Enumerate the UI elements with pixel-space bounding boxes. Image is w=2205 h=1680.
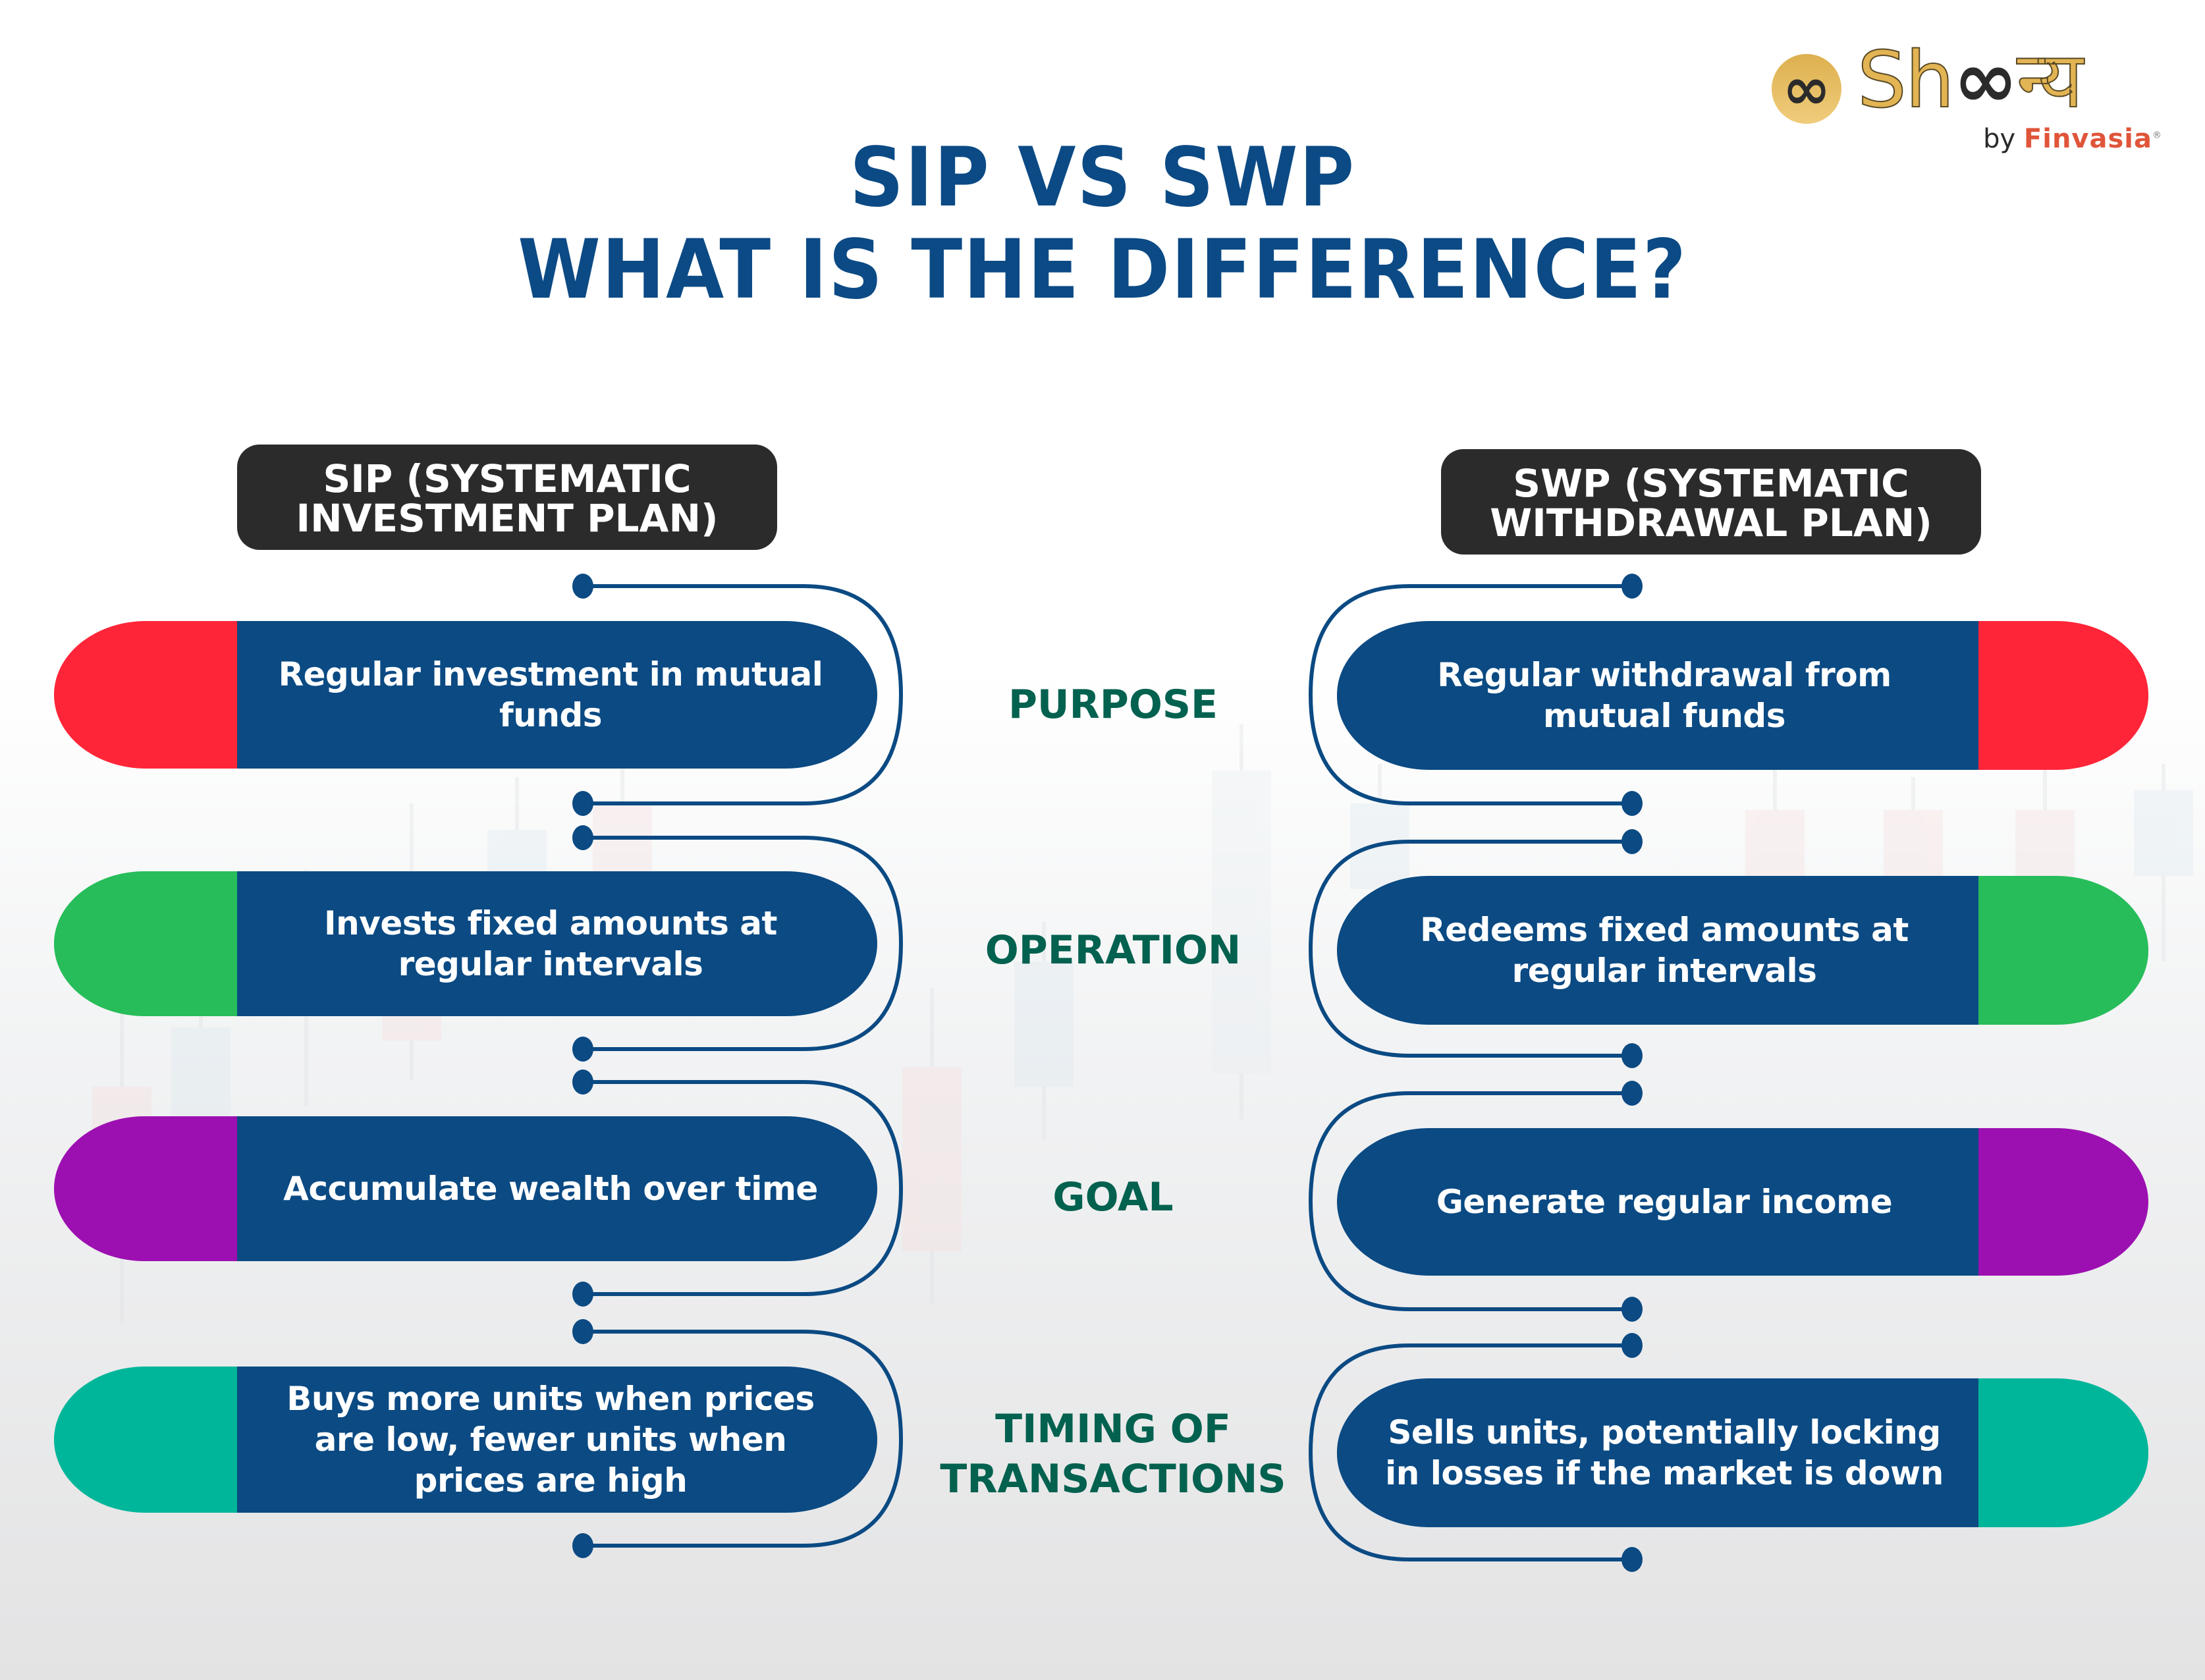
swp-row-purpose: Regular withdrawal from mutual funds: [1337, 621, 2148, 770]
swp-row-operation: Redeems fixed amounts at regular interva…: [1337, 876, 2148, 1025]
finvasia-wordmark: Finvasia: [2023, 124, 2152, 154]
swp-header-line2: WITHDRAWAL PLAN): [1490, 501, 1932, 545]
sip-header-line2: INVESTMENT PLAN): [296, 496, 719, 541]
criteria-label-goal: GOAL: [1052, 1174, 1174, 1220]
purpose-color-cap: [54, 621, 245, 769]
swp-row-goal: Generate regular income: [1337, 1128, 2148, 1276]
sip-header-line1: SIP (SYSTEMATIC: [323, 456, 692, 501]
swp-header: SWP (SYSTEMATIC WITHDRAWAL PLAN): [1441, 449, 1981, 555]
purpose-color-cap: [1957, 621, 2148, 770]
sip-row-operation: Invests fixed amounts at regular interva…: [54, 871, 877, 1016]
page-title-line1: SIP VS SWP: [849, 130, 1356, 225]
swp-header-line1: SWP (SYSTEMATIC: [1513, 461, 1909, 506]
sip-purpose-text: Regular investment in mutual funds: [237, 621, 877, 769]
swp-goal-text: Generate regular income: [1337, 1128, 1978, 1276]
sip-header: SIP (SYSTEMATIC INVESTMENT PLAN): [237, 445, 777, 550]
sip-timing-text: Buys more units when prices are low, few…: [237, 1367, 877, 1513]
brand-name-infinity: ∞: [1953, 34, 2018, 125]
registered-mark: ®: [2152, 130, 2162, 141]
by-label: by: [1983, 124, 2016, 154]
swp-timing-text: Sells units, potentially locking in loss…: [1337, 1378, 1978, 1527]
operation-color-cap: [1957, 876, 2148, 1025]
shoonya-logo: ∞ Sh∞न्य by Finvasia®: [1765, 26, 2173, 158]
sip-row-purpose: Regular investment in mutual funds: [54, 621, 877, 769]
sip-goal-text: Accumulate wealth over time: [237, 1116, 877, 1261]
swp-purpose-text: Regular withdrawal from mutual funds: [1337, 621, 1978, 770]
criteria-label-operation: OPERATION: [985, 927, 1241, 973]
swp-operation-text: Redeems fixed amounts at regular interva…: [1337, 876, 1978, 1025]
swp-row-timing: Sells units, potentially locking in loss…: [1337, 1378, 2148, 1527]
goal-color-cap: [54, 1116, 245, 1261]
goal-color-cap: [1957, 1128, 2148, 1276]
operation-color-cap: [54, 871, 245, 1016]
sip-operation-text: Invests fixed amounts at regular interva…: [237, 871, 877, 1016]
brand-name: Sh∞न्य: [1857, 40, 2084, 119]
criteria-label-purpose: PURPOSE: [1008, 682, 1218, 728]
page-title-line2: WHAT IS THE DIFFERENCE?: [518, 223, 1687, 317]
timing-color-cap: [1957, 1378, 2148, 1527]
brand-name-suffix: न्य: [2016, 34, 2084, 125]
timing-color-cap: [54, 1367, 245, 1513]
sip-row-goal: Accumulate wealth over time: [54, 1116, 877, 1261]
criteria-label-timing: TIMING OF TRANSACTIONS: [940, 1406, 1286, 1502]
sip-row-timing: Buys more units when prices are low, few…: [54, 1367, 877, 1513]
by-finvasia: by Finvasia®: [1983, 124, 2162, 154]
brand-name-prefix: Sh: [1857, 34, 1955, 125]
infinity-icon: ∞: [1772, 54, 1841, 124]
